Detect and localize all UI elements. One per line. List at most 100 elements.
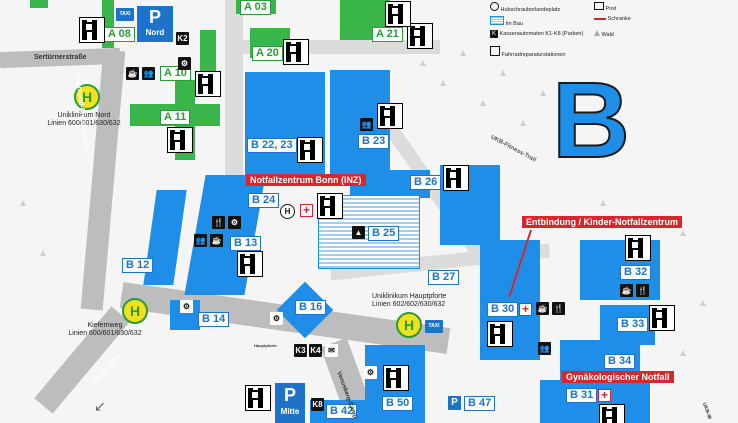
qr-code-icon <box>297 137 323 163</box>
bus-stop-nord[interactable]: H <box>74 84 100 110</box>
cutlery-icon: 🍴 <box>552 302 565 315</box>
building-label-b31[interactable]: B 31 <box>566 388 598 403</box>
building-label-b30[interactable]: B 30 <box>487 302 519 317</box>
building-a00-shape <box>30 0 48 8</box>
building-label-b24[interactable]: B 24 <box>248 193 280 208</box>
qr-code-icon <box>79 17 105 43</box>
cutlery-icon: 🍴 <box>212 216 225 229</box>
building-label-b23[interactable]: B 23 <box>358 134 390 149</box>
cutlery-icon: 🍴 <box>636 284 649 297</box>
building-label-b34[interactable]: B 34 <box>604 354 636 369</box>
building-label-b14[interactable]: B 14 <box>198 312 230 327</box>
qr-code-icon <box>167 127 193 153</box>
taxi-sign-north: TAXI <box>116 8 134 21</box>
bus-stop-hauptpforte[interactable]: H <box>396 312 422 338</box>
qr-code-icon <box>377 103 403 129</box>
people-icon: 👥 <box>194 234 207 247</box>
helicopter-icon: H <box>280 204 295 219</box>
qr-code-icon <box>385 1 411 27</box>
qr-code-icon <box>237 251 263 277</box>
building-label-b12[interactable]: B 12 <box>122 258 154 273</box>
qr-code-icon <box>283 39 309 65</box>
building-label-b13[interactable]: B 13 <box>230 236 262 251</box>
building-label-b22-23[interactable]: B 22, 23 <box>247 138 297 153</box>
qr-code-icon <box>407 23 433 49</box>
legend-label: Post <box>605 6 617 12</box>
qr-code-icon <box>599 404 625 423</box>
parking-letter: P <box>148 7 161 27</box>
parking-letter: P <box>451 397 458 408</box>
legend-row-bike: Fahrradreparaturstationen <box>490 46 565 58</box>
qr-code-icon <box>443 165 469 191</box>
legend-row-pay: K Kassenautomaten K1-K8 (Parken) <box>490 30 583 38</box>
tree-icon <box>480 100 486 106</box>
tree-icon <box>680 350 686 356</box>
building-label-b42[interactable]: B 42 <box>326 404 358 419</box>
bus-stop-kiefernweg-label: Kiefernweg Linien 600/601/630/632 <box>50 322 160 338</box>
pay-machine-k8: K8 <box>311 398 324 411</box>
legend-row-helipad: Hubschrauberlandeplatz <box>490 2 560 13</box>
construction-icon <box>490 16 504 25</box>
legend-label: Hubschrauberlandeplatz <box>500 7 561 13</box>
post-icon: ✉ <box>325 344 338 357</box>
stop-lines: Linien 600/601/630/632 <box>68 330 142 337</box>
pay-machine-k3: K3 <box>294 344 307 357</box>
building-label-b50[interactable]: B 50 <box>382 396 414 411</box>
arrow-southwest-icon: ↙ <box>94 398 106 414</box>
building-label-a11[interactable]: A 11 <box>160 110 191 125</box>
street-fitness-trail: UKB-Fitness-Trail <box>489 134 537 164</box>
qr-code-icon <box>195 71 221 97</box>
legend-row-construction: Im Bau <box>490 16 523 27</box>
legend: Hubschrauberlandeplatz Im Bau K Kassenau… <box>490 0 650 62</box>
building-label-b27[interactable]: B 27 <box>428 270 460 285</box>
bike-icon: ⚙ <box>228 216 241 229</box>
post-icon <box>594 2 604 10</box>
legend-row-forest: Wald <box>594 30 614 38</box>
parking-b47[interactable]: P <box>448 396 461 410</box>
bike-icon: ⚙ <box>180 300 193 313</box>
qr-code-icon <box>317 193 343 219</box>
building-label-b32[interactable]: B 32 <box>620 265 652 280</box>
tree-icon <box>600 200 606 206</box>
crane-icon: ▲ <box>352 226 365 239</box>
tree-icon <box>680 230 686 236</box>
bus-stop-nord-label: Uniklinikum Nord Linien 600/601/630/632 <box>34 112 134 128</box>
emergency-label-gyn[interactable]: Gynäkologischer Notfall <box>562 371 674 383</box>
street-ukb-right: UKB-W <box>700 401 713 421</box>
building-label-a21[interactable]: A 21 <box>372 27 403 42</box>
pay-machine-k4: K4 <box>309 344 322 357</box>
building-label-b33[interactable]: B 33 <box>617 317 649 332</box>
building-label-a03[interactable]: A 03 <box>240 0 271 15</box>
bike-icon: ⚙ <box>364 366 377 379</box>
bus-stop-kiefernweg[interactable]: H <box>122 298 148 324</box>
parking-nord[interactable]: P Nord <box>137 6 173 42</box>
bike-icon <box>490 46 500 56</box>
building-label-b26[interactable]: B 26 <box>410 175 442 190</box>
tree-icon <box>440 80 446 86</box>
building-label-a20[interactable]: A 20 <box>252 46 283 61</box>
tree-icon <box>20 200 26 206</box>
cafe-icon: ☕ <box>210 234 223 247</box>
building-label-b47[interactable]: B 47 <box>464 396 496 411</box>
tree-icon <box>594 30 600 36</box>
people-icon: 👥 <box>360 118 373 131</box>
street-hauptpforte: Hauptpforte <box>254 343 277 348</box>
building-label-a08[interactable]: A 08 <box>104 27 135 42</box>
building-label-b25[interactable]: B 25 <box>368 226 400 241</box>
emergency-label-entbindung[interactable]: Entbindung / Kinder-Notfallzentrum <box>522 216 682 228</box>
building-label-b16[interactable]: B 16 <box>295 300 327 315</box>
tree-icon <box>700 300 706 306</box>
qr-code-icon <box>649 305 675 331</box>
qr-code-icon <box>383 365 409 391</box>
cafe-icon: ☕ <box>620 284 633 297</box>
qr-code-icon <box>625 235 651 261</box>
stop-lines: Linien 602/602/630/632 <box>372 301 446 308</box>
stop-name: Kiefernweg <box>87 322 123 329</box>
qr-code-icon <box>487 321 513 347</box>
emergency-label-inz[interactable]: Notfallzentrum Bonn (INZ) <box>246 174 366 186</box>
bike-icon: ⚙ <box>178 57 191 70</box>
parking-mitte[interactable]: P Mitte <box>275 383 305 423</box>
emergency-cross-icon: + <box>598 389 611 402</box>
stop-lines: Linien 600/601/630/632 <box>47 120 121 127</box>
